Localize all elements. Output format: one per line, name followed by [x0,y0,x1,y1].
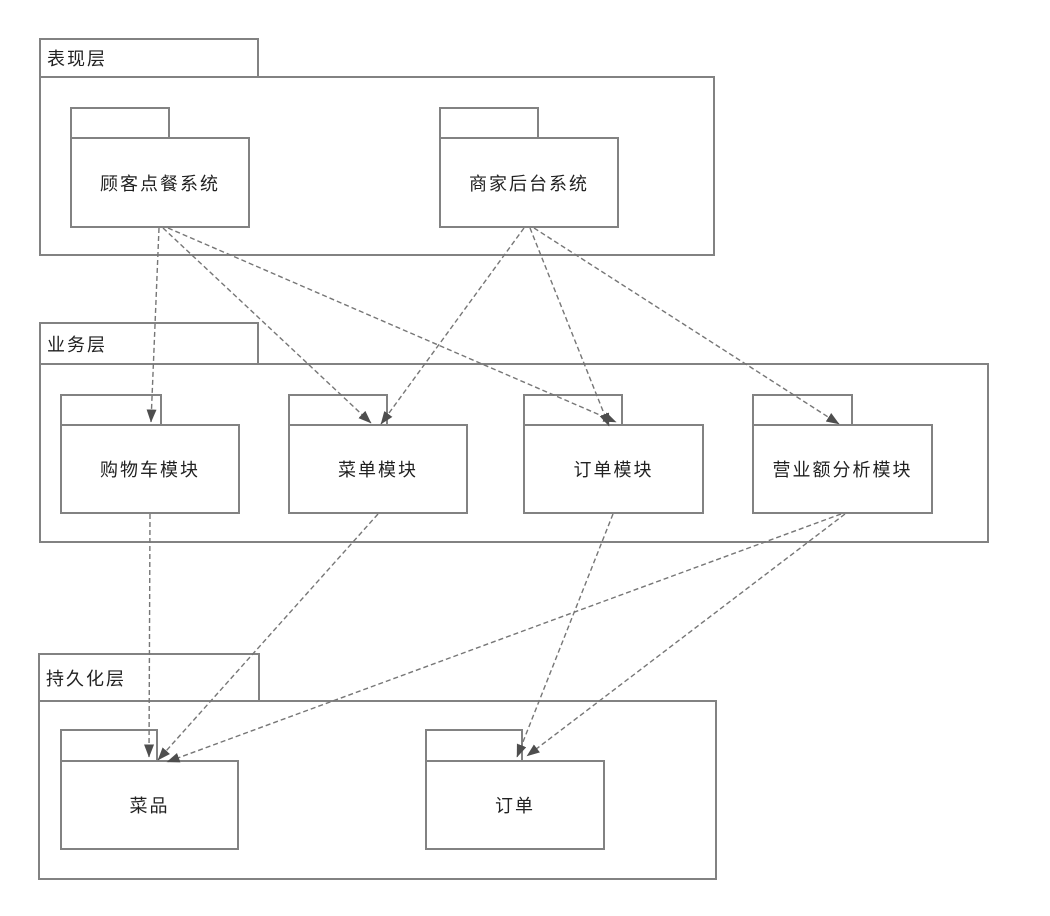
package-dish-tab [60,729,158,762]
package-revenue-analysis-module-label: 营业额分析模块 [772,460,913,480]
package-cart-module: 购物车模块 [60,424,240,514]
package-order-tab [425,729,523,762]
package-menu-module-label: 菜单模块 [338,460,418,480]
package-cart-module-tab [60,394,162,426]
layer-presentation-label: 表现层 [47,49,107,69]
layer-persistence-label: 持久化层 [46,668,126,689]
package-merchant-backend-system: 商家后台系统 [439,137,619,228]
package-order: 订单 [425,760,605,850]
package-menu-module-tab [288,394,388,426]
layer-persistence-tab: 持久化层 [38,653,260,702]
package-order-module-label: 订单模块 [573,460,654,480]
package-customer-ordering-system-label: 顾客点餐系统 [100,173,220,194]
package-revenue-analysis-module-tab [752,394,853,426]
package-customer-ordering-system-tab [70,107,170,139]
package-dish: 菜品 [60,760,239,850]
package-cart-module-label: 购物车模块 [100,460,200,480]
package-customer-ordering-system: 顾客点餐系统 [70,137,250,228]
layer-business-tab: 业务层 [39,322,259,365]
package-dish-label: 菜品 [129,796,170,816]
package-order-module: 订单模块 [523,424,704,514]
package-merchant-backend-system-label: 商家后台系统 [469,173,589,194]
layer-business-label: 业务层 [47,334,107,355]
package-menu-module: 菜单模块 [288,424,468,514]
package-merchant-backend-system-tab [439,107,539,139]
layer-presentation-tab: 表现层 [39,38,259,78]
package-revenue-analysis-module: 营业额分析模块 [752,424,933,514]
package-order-module-tab [523,394,623,426]
package-order-label: 订单 [495,796,535,816]
